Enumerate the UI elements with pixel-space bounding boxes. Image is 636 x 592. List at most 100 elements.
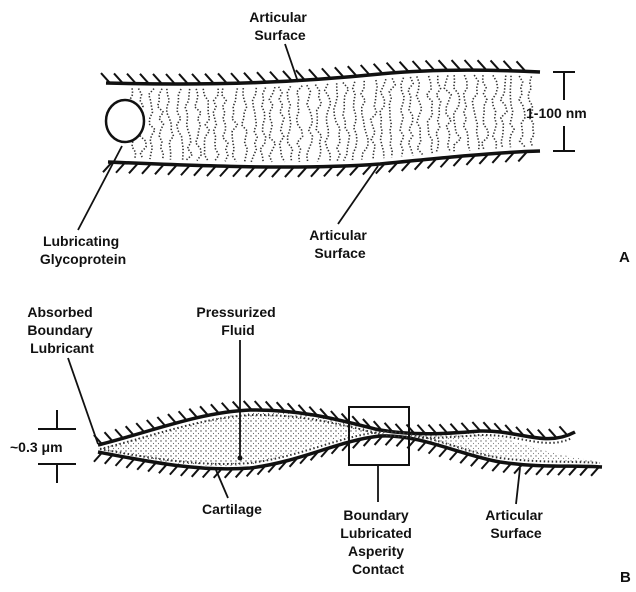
glycoprotein-molecule	[371, 80, 378, 159]
hatch-mark	[181, 467, 189, 476]
fluid-label: Pressurized Fluid	[196, 304, 279, 338]
glycoprotein-molecule	[343, 83, 350, 161]
hatch-mark	[559, 426, 567, 435]
glycoprotein-molecule	[436, 76, 441, 153]
panel-b-letter: B	[620, 569, 631, 586]
glycoprotein-molecule	[353, 82, 357, 160]
hatch-mark	[105, 455, 113, 464]
glycoprotein-molecule	[315, 85, 321, 162]
hatch-mark	[189, 409, 197, 418]
boundary-lubricant-label: Absorbed Boundary Lubricant	[27, 304, 96, 356]
hatch-mark	[492, 462, 500, 471]
hatch-mark	[413, 61, 422, 71]
hatch-mark	[105, 432, 113, 441]
hatch-mark	[179, 411, 187, 420]
hatch-mark	[136, 423, 144, 432]
glycoprotein-label: Lubricating Glycoprotein	[40, 233, 126, 267]
top-articular-surface	[106, 70, 540, 84]
glycoprotein-circle	[106, 100, 144, 142]
hatch-mark	[148, 463, 156, 472]
glycoprotein-molecule	[426, 76, 432, 154]
hatch-mark	[460, 454, 468, 463]
glycoprotein-molecule	[389, 78, 395, 157]
bottom-surface-label: Articular Surface	[309, 227, 370, 261]
hatch-mark	[222, 403, 230, 412]
glycoprotein-molecule	[195, 89, 202, 161]
bottom-articular-surface	[108, 151, 540, 167]
hatch-mark	[168, 414, 176, 423]
hatch-mark	[147, 420, 155, 429]
glycoprotein-molecule	[232, 88, 238, 161]
glycoprotein-molecule	[463, 75, 470, 151]
hatch-mark	[400, 62, 409, 72]
hatch-mark	[126, 426, 134, 435]
hatch-mark	[450, 451, 458, 460]
boundary-lubricant-leader	[68, 358, 98, 444]
hatch-mark	[396, 437, 404, 446]
glycoprotein-molecule	[361, 81, 368, 160]
glycoprotein-molecule	[222, 89, 228, 162]
hatch-mark	[137, 461, 145, 470]
hatch-mark	[170, 466, 178, 475]
hatch-mark	[116, 457, 124, 466]
asperity-contact-label: Boundary Lubricated Asperity Contact	[340, 507, 415, 577]
glycoprotein-molecule	[500, 76, 507, 148]
hatch-mark	[361, 65, 370, 75]
hatch-mark	[159, 464, 167, 473]
glycoprotein-molecule	[444, 75, 451, 152]
fluid-leader-dot	[238, 456, 243, 461]
glycoprotein-molecule	[297, 86, 303, 162]
glycoprotein-molecule	[334, 83, 340, 161]
glycoprotein-molecule	[260, 88, 266, 162]
glycoprotein-molecule	[472, 75, 479, 150]
glycoprotein-molecule	[279, 87, 285, 162]
cartilage-label: Cartilage	[202, 501, 262, 517]
hatch-mark	[348, 66, 357, 76]
gap-size-label: 1-100 nm	[526, 105, 587, 121]
glycoprotein-molecule	[380, 79, 386, 158]
glycoprotein-molecule	[167, 89, 174, 160]
hatch-mark	[429, 445, 437, 454]
hatch-mark	[387, 63, 396, 73]
hatch-mark	[322, 68, 331, 78]
glycoprotein-molecule	[251, 88, 257, 162]
glycoprotein-molecule	[482, 75, 489, 149]
cartilage-leader	[216, 470, 228, 498]
glycoprotein-molecule	[519, 76, 525, 147]
glycoprotein-molecule	[287, 86, 292, 162]
glycoprotein-molecule	[400, 78, 404, 157]
glycoprotein-leader	[78, 146, 122, 230]
top-surface-label: Articular Surface	[249, 9, 310, 43]
thickness-label: ~0.3 μm	[10, 439, 63, 455]
glycoprotein-molecule	[269, 87, 276, 162]
glycoprotein-molecule	[149, 89, 155, 160]
hatch-mark	[503, 463, 511, 472]
hatch-mark	[481, 460, 489, 469]
hatch-mark	[211, 404, 219, 413]
hatch-mark	[101, 73, 110, 83]
bottom-surface-leader	[338, 166, 378, 224]
glycoprotein-molecule	[213, 89, 219, 162]
articular-surface-label: Articular Surface	[485, 507, 546, 541]
hatch-mark	[115, 429, 123, 438]
glycoprotein-molecule	[307, 85, 313, 162]
hatch-mark	[514, 465, 522, 474]
glycoprotein-molecule	[158, 89, 164, 160]
glycoprotein-molecule	[203, 89, 210, 161]
hatch-mark	[418, 442, 426, 451]
glycoprotein-molecule	[185, 89, 192, 160]
panel-b: ~0.3 μm Absorbed Boundary Lubricant Pres…	[10, 304, 631, 586]
panel-a-letter: A	[619, 249, 630, 266]
hatch-mark	[200, 406, 208, 415]
hatch-mark	[439, 448, 447, 457]
hatch-mark	[157, 417, 165, 426]
glycoprotein-molecule	[417, 76, 423, 154]
panel-a: 1-100 nm Articular Surface Lubricating G…	[40, 9, 630, 267]
glycoprotein-molecule	[177, 89, 183, 160]
hatch-mark	[471, 457, 479, 466]
glycoprotein-molecule	[454, 75, 461, 151]
glycoprotein-molecule	[325, 84, 331, 161]
hatch-mark	[335, 67, 344, 77]
